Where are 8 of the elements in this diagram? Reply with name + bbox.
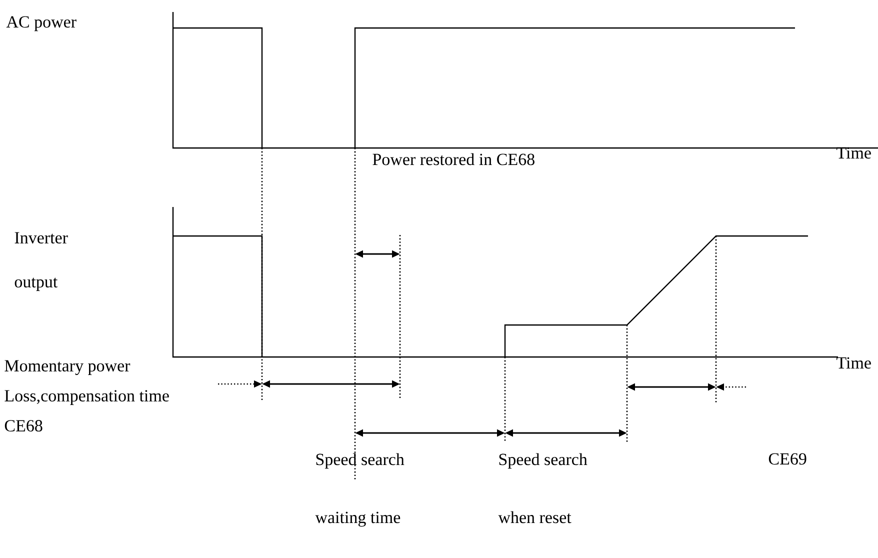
label: AC power bbox=[6, 16, 76, 32]
label: Power restored in CE68 bbox=[372, 153, 534, 166]
label: Inverter output bbox=[14, 232, 68, 291]
label: Speed search waiting time bbox=[315, 453, 404, 527]
label: Time bbox=[836, 357, 871, 369]
label: Speed search when reset bbox=[498, 453, 588, 524]
label: CE69 bbox=[768, 453, 806, 465]
label: Momentary power Loss,compensation time CE68 bbox=[4, 360, 169, 432]
